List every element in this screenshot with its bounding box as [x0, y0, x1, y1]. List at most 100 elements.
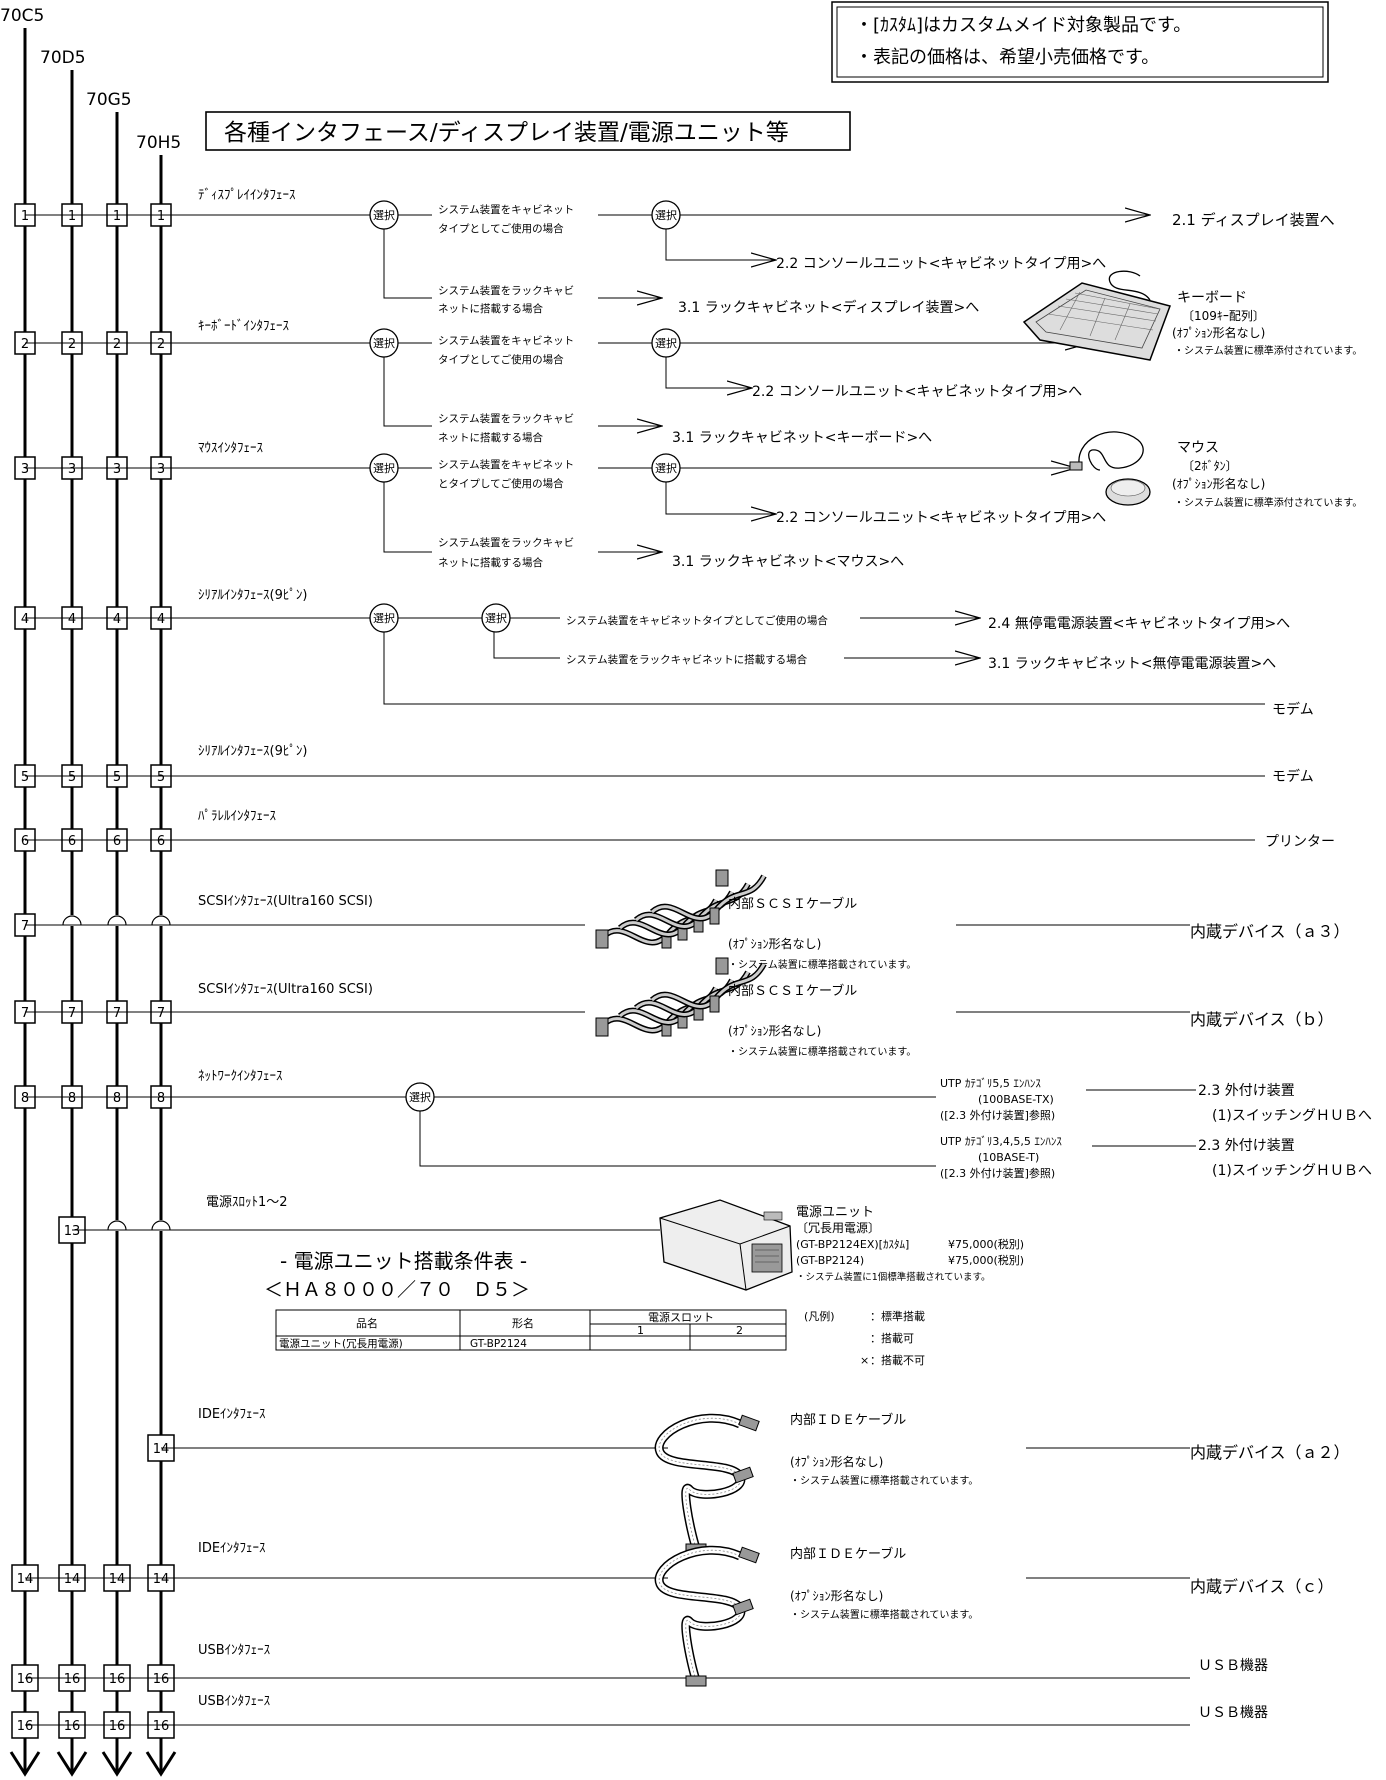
psu-name: 電源ユニット — [796, 1205, 874, 1220]
label-mouse-if: ﾏｳｽｲﾝﾀﾌｪｰｽ — [198, 441, 264, 456]
slot-number: 7 — [21, 919, 29, 934]
dest-internal-c: 内蔵デバイス（ｃ） — [1190, 1577, 1334, 1596]
cond-display-rack-1: システム装置をラックキャビ — [438, 284, 574, 297]
slot-number: 16 — [153, 1719, 170, 1734]
line-crossover — [151, 915, 171, 926]
label-usb-if-2: USBｲﾝﾀﾌｪｰｽ — [198, 1694, 271, 1709]
label-ide-if-1: IDEｲﾝﾀﾌｪｰｽ — [198, 1407, 266, 1422]
label-display-if: ﾃﾞｨｽﾌﾟﾚｲｲﾝﾀﾌｪｰｽ — [198, 188, 296, 203]
select-label: 選択 — [373, 208, 395, 222]
utp-ref-1: ([2.3 外付け装置]参照) — [940, 1108, 1055, 1122]
dest-console-mouse: 2.2 コンソールユニット<キャビネットタイプ用>へ — [776, 510, 1106, 526]
slot-number: 1 — [21, 209, 29, 224]
mouse-buttons: 〔2ﾎﾞﾀﾝ〕 — [1182, 459, 1238, 473]
keyboard-image — [1022, 270, 1171, 361]
slot-number: 8 — [21, 1091, 29, 1106]
connector-lines — [25, 215, 1265, 1726]
scsi-cable-1: 内部ＳＣＳＩケーブル (ｵﾌﾟｼｮﾝ形名なし) ・システム装置に標準搭載されてい… — [595, 869, 916, 971]
slot-number: 5 — [113, 770, 121, 785]
ide-cable-note-2: ・システム装置に標準搭載されています。 — [790, 1608, 978, 1621]
slot-number: 13 — [64, 1224, 81, 1239]
model-label-70g5: 70G5 — [86, 90, 132, 110]
label-scsi-if-2: SCSIｲﾝﾀﾌｪｰｽ(Ultra160 SCSI) — [198, 982, 373, 997]
keyboard-device: キーボード 〔109ｷｰ配列〕 (ｵﾌﾟｼｮﾝ形名なし) ・システム装置に標準添… — [1022, 270, 1362, 361]
cond-display-rack-2: ネットに搭載する場合 — [438, 302, 543, 315]
select-label: 選択 — [373, 611, 395, 625]
notice-price: ・表記の価格は、希望小売価格です。 — [855, 47, 1159, 68]
slot-number: 7 — [157, 1006, 165, 1021]
label-usb-if-1: USBｲﾝﾀﾌｪｰｽ — [198, 1643, 271, 1658]
utp-labels: UTP ｶﾃｺﾞﾘ5,5 ｴﾝﾊﾝｽ (100BASE-TX) ([2.3 外付… — [940, 1077, 1062, 1180]
slot-number: 16 — [17, 1672, 34, 1687]
slot-number: 1 — [113, 209, 121, 224]
power-supply-unit: 電源ユニット 〔冗長用電源〕 (GT-BP2124EX)[ｶｽﾀﾑ] ¥75,0… — [659, 1199, 1024, 1291]
slot-number: 14 — [109, 1572, 126, 1587]
dest-rack-ups: 3.1 ラックキャビネット<無停電電源装置>へ — [988, 655, 1276, 672]
select-node: 選択 — [369, 200, 399, 230]
slot-number: 7 — [113, 1006, 121, 1021]
dest-hub-1: (1)スイッチングＨＵＢへ — [1212, 1108, 1372, 1124]
keyboard-name: キーボード — [1177, 290, 1247, 306]
interface-labels: ﾃﾞｨｽﾌﾟﾚｲｲﾝﾀﾌｪｰｽ ｷｰﾎﾞｰﾄﾞｲﾝﾀﾌｪｰｽ ﾏｳｽｲﾝﾀﾌｪｰ… — [198, 188, 373, 1709]
cond-mouse-rack-1: システム装置をラックキャビ — [438, 536, 574, 549]
slot-number: 8 — [113, 1091, 121, 1106]
scsi-cable-note-1: ・システム装置に標準搭載されています。 — [728, 958, 916, 971]
bus-arrowheads — [9, 1751, 177, 1777]
notice-custom: ・[ｶｽﾀﾑ]はカスタムメイド対象製品です。 — [855, 15, 1191, 36]
slot-number: 14 — [153, 1572, 170, 1587]
psu-table-col-model: 形名 — [512, 1316, 534, 1330]
select-node: 選択 — [651, 328, 681, 358]
slot-node: 14 — [11, 1564, 39, 1592]
ide-cable-option-1: (ｵﾌﾟｼｮﾝ形名なし) — [790, 1454, 883, 1469]
dest-ext-device-1: 2.3 外付け装置 — [1198, 1083, 1295, 1099]
dest-rack-mouse: 3.1 ラックキャビネット<マウス>へ — [672, 554, 904, 570]
slot-number: 7 — [21, 1006, 29, 1021]
mouse-note: ・システム装置に標準添付されています。 — [1174, 496, 1362, 509]
select-node: 選択 — [651, 453, 681, 483]
mouse-option: (ｵﾌﾟｼｮﾝ形名なし) — [1172, 476, 1265, 491]
model-label-70h5: 70H5 — [136, 133, 181, 153]
utp-tx: (100BASE-TX) — [978, 1093, 1054, 1106]
cond-kbd-cab-2: タイプとしてご使用の場合 — [438, 353, 564, 366]
slot-number: 16 — [17, 1719, 34, 1734]
slot-number: 14 — [64, 1572, 81, 1587]
slot-number: 16 — [109, 1719, 126, 1734]
select-label: 選択 — [373, 336, 395, 350]
select-label: 選択 — [655, 208, 677, 222]
slot-number: 4 — [68, 612, 76, 627]
label-serial-if-1: ｼﾘｱﾙｲﾝﾀﾌｪｰｽ(9ﾋﾟﾝ) — [198, 588, 307, 603]
cond-mouse-cab-1: システム装置をキャビネット — [438, 458, 574, 471]
model-label-70d5: 70D5 — [40, 48, 86, 68]
slot-number: 8 — [68, 1091, 76, 1106]
slot-number: 2 — [21, 337, 29, 352]
select-label: 選択 — [409, 1090, 431, 1104]
slot-number: 1 — [68, 209, 76, 224]
slot-number: 14 — [153, 1442, 170, 1457]
slot-number: 2 — [113, 337, 121, 352]
dest-rack-display: 3.1 ラックキャビネット<ディスプレイ装置>へ — [678, 299, 979, 316]
slot-number: 6 — [113, 834, 121, 849]
slot-number: 5 — [68, 770, 76, 785]
line-crossover — [151, 1220, 171, 1231]
dest-display-device: 2.1 ディスプレイ装置へ — [1172, 211, 1335, 229]
psu-note: ・システム装置に1個標準搭載されています。 — [796, 1271, 991, 1283]
psu-table-slot-1: 1 — [637, 1324, 644, 1337]
slot-number: 5 — [21, 770, 29, 785]
slot-number: 6 — [68, 834, 76, 849]
dest-modem-2: モデム — [1272, 768, 1314, 785]
slot-number: 14 — [17, 1572, 34, 1587]
slot-number: 4 — [113, 612, 121, 627]
select-node: 選択 — [369, 453, 399, 483]
select-node: 選択 — [369, 603, 399, 633]
utp-t: (10BASE-T) — [978, 1151, 1039, 1164]
scsi-cable-name-2: 内部ＳＣＳＩケーブル — [728, 983, 857, 999]
select-node: 選択 — [369, 328, 399, 358]
scsi-cable-2: 内部ＳＣＳＩケーブル (ｵﾌﾟｼｮﾝ形名なし) ・システム装置に標準搭載されてい… — [595, 957, 916, 1058]
slot-number: 16 — [64, 1719, 81, 1734]
cond-kbd-cab-1: システム装置をキャビネット — [438, 334, 574, 347]
psu-price-custom: ¥75,000(税別) — [948, 1237, 1024, 1251]
scsi-cable-name-1: 内部ＳＣＳＩケーブル — [728, 896, 857, 912]
dest-usb-1: ＵＳＢ機器 — [1198, 1658, 1268, 1674]
slot-number: 5 — [157, 770, 165, 785]
